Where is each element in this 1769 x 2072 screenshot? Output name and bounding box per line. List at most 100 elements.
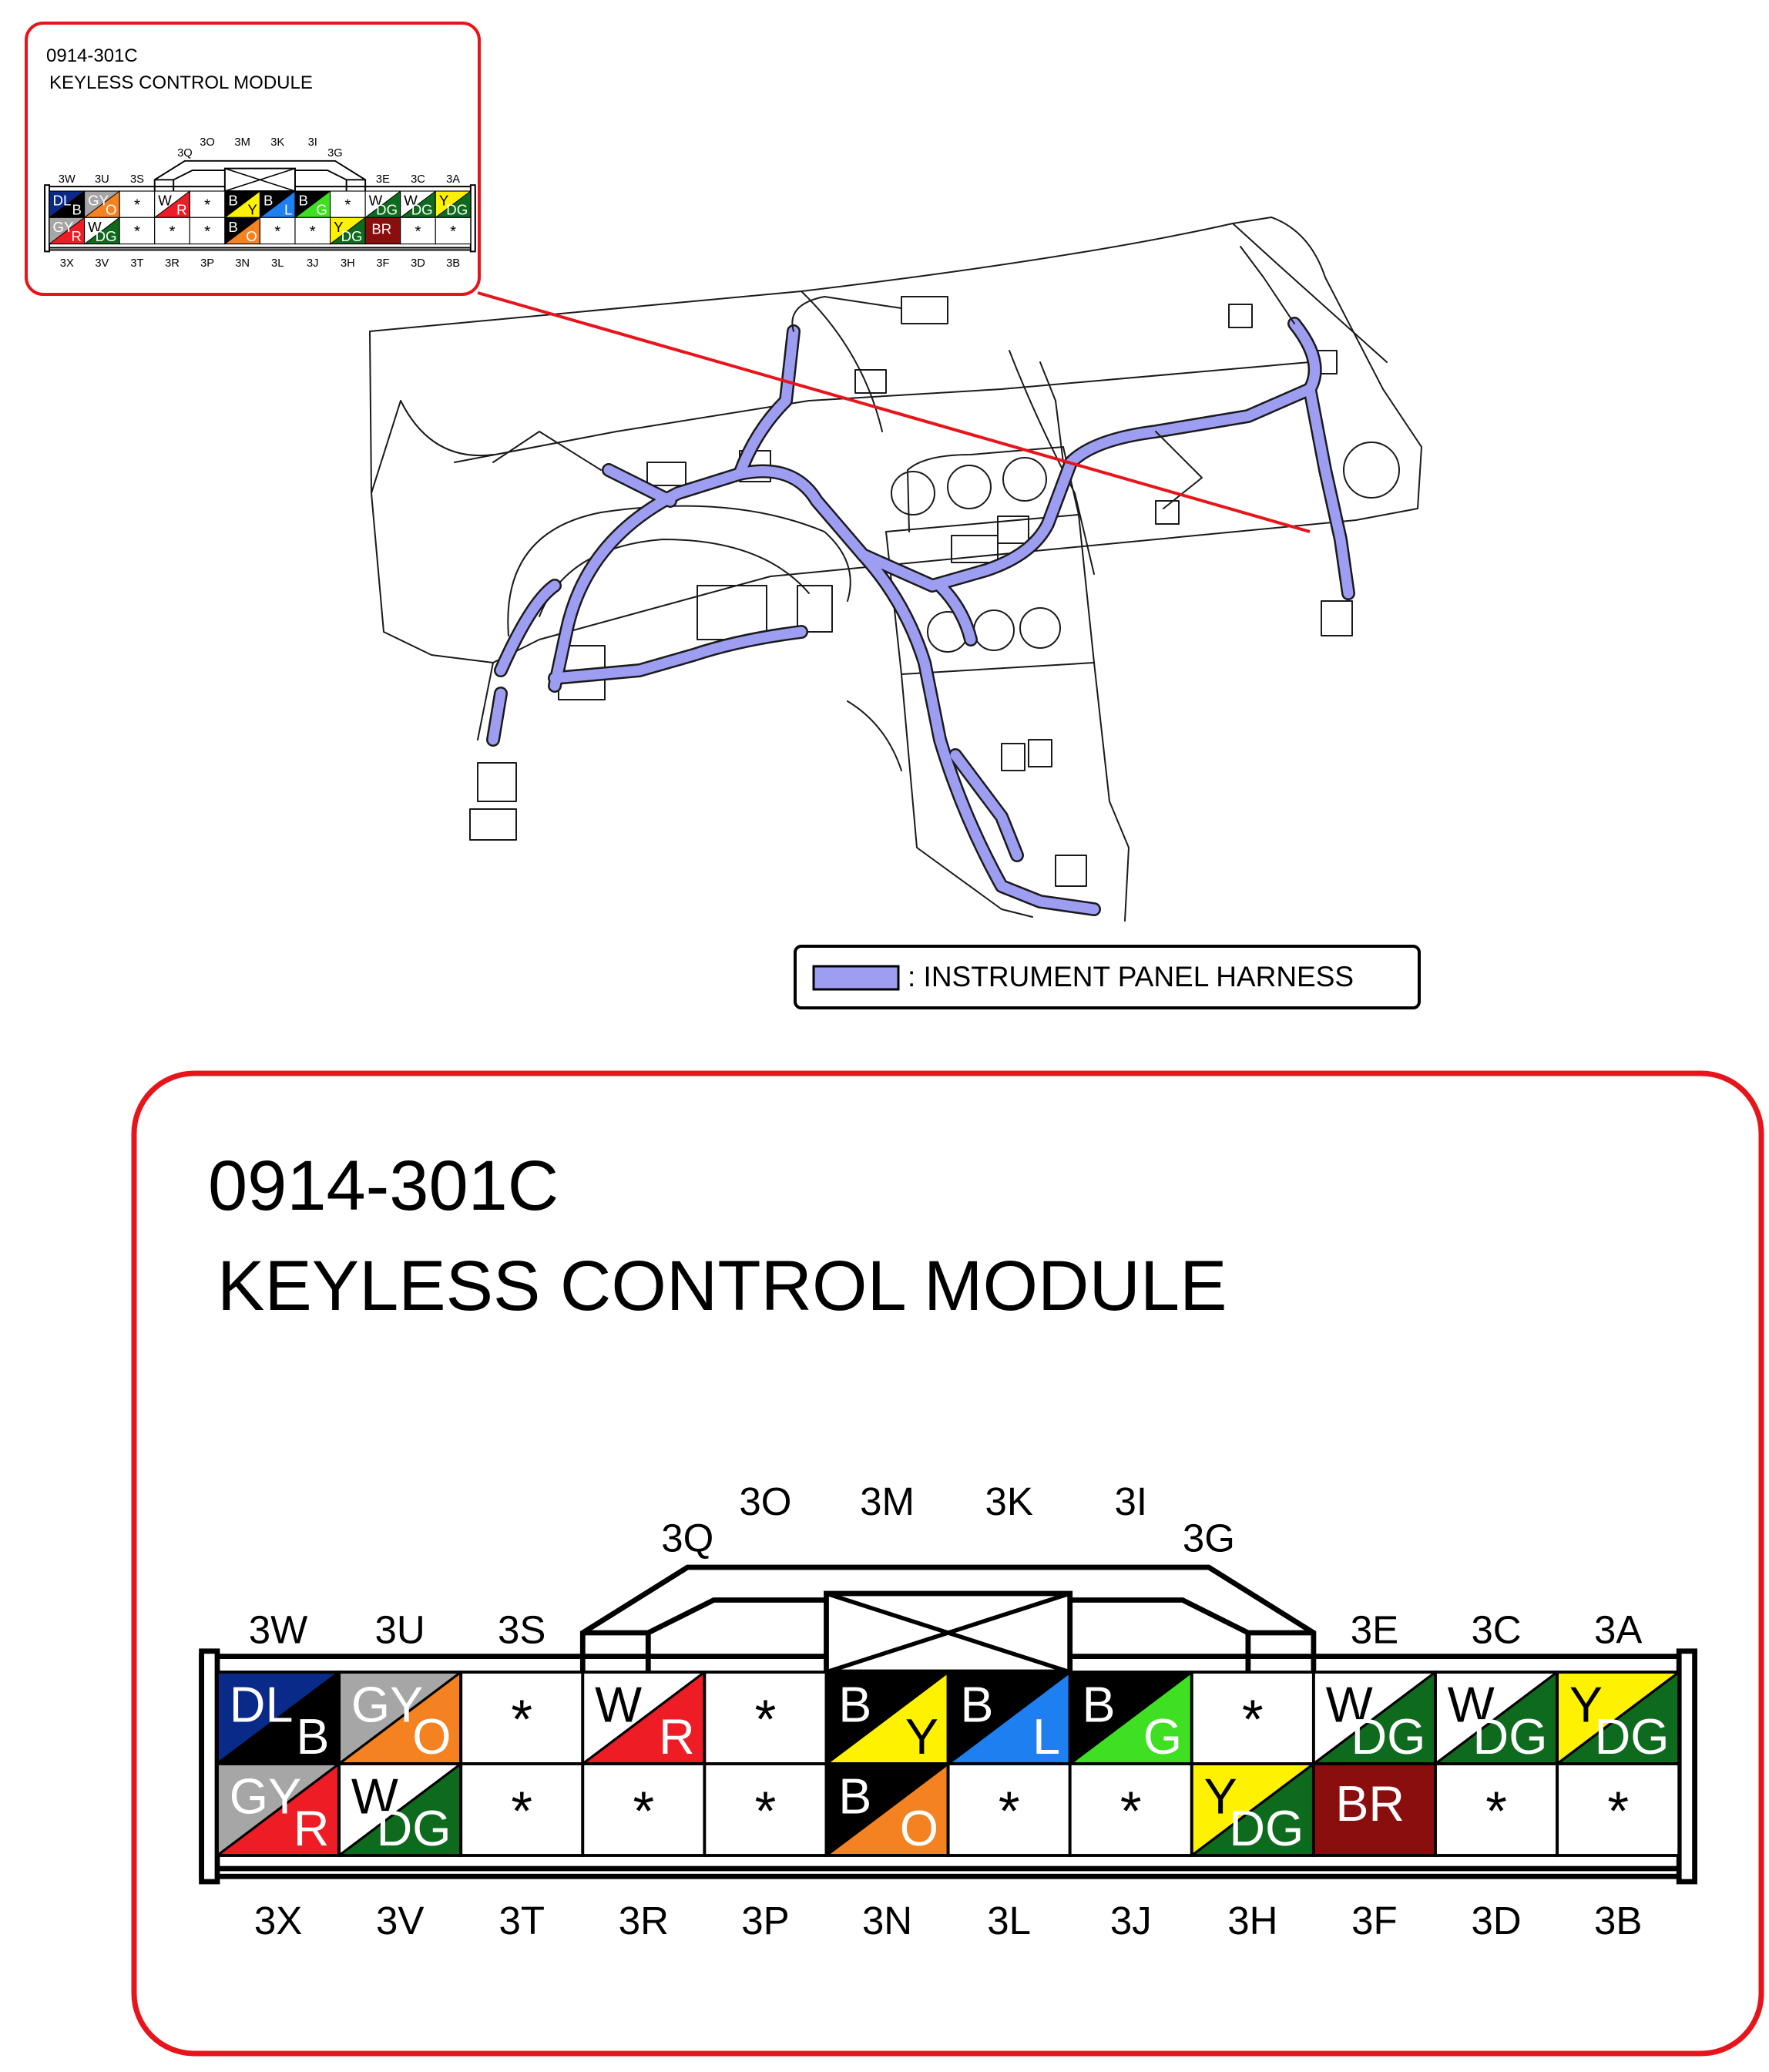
wire-main-color: B xyxy=(838,1677,871,1733)
wire-stripe-color: Y xyxy=(247,202,257,218)
pin-label-3h: 3H xyxy=(1227,1899,1277,1943)
wire-stripe-color: O xyxy=(246,228,257,244)
connector-inset: 0914-301C KEYLESS CONTROL MODULE DLBGYO*… xyxy=(25,22,481,296)
no-wire-marker: * xyxy=(511,1782,532,1842)
pin-3r: * xyxy=(581,1762,707,1857)
wire-main-color: B xyxy=(960,1677,993,1733)
wire-main-color: W xyxy=(88,219,102,235)
legend: : INSTRUMENT PANEL HARNESS xyxy=(794,945,1421,1009)
wire-main-color: B xyxy=(228,219,237,235)
pin-3g: * xyxy=(330,190,366,218)
wire-main-color: W xyxy=(351,1769,398,1825)
wire-stripe-color: O xyxy=(412,1709,451,1765)
wire-stripe-color: DG xyxy=(1473,1709,1548,1765)
pin-label-3a: 3A xyxy=(446,173,460,186)
pin-label-3g: 3G xyxy=(1183,1516,1235,1560)
wire-stripe-color: L xyxy=(284,202,292,218)
pin-3c: WDG xyxy=(400,190,436,218)
no-wire-marker: * xyxy=(755,1782,777,1842)
pin-label-3u: 3U xyxy=(375,1608,425,1652)
no-wire-marker: * xyxy=(1485,1782,1507,1842)
wire-stripe-color: L xyxy=(1032,1709,1060,1765)
pin-label-3k: 3K xyxy=(270,136,284,149)
wire-stripe-color: R xyxy=(294,1801,330,1856)
wire-stripe-color: DG xyxy=(376,202,398,218)
pin-3h: YDG xyxy=(330,217,366,245)
legend-label: : INSTRUMENT PANEL HARNESS xyxy=(908,961,1354,992)
wire-stripe-color: DG xyxy=(1351,1709,1425,1765)
pin-3u: GYO xyxy=(84,190,120,218)
pin-label-3b: 3B xyxy=(446,257,460,270)
wire-main-color: GY xyxy=(351,1677,423,1733)
wire-main-color: B xyxy=(228,193,237,209)
connector-pinout: DLBGYO*WR*BYBLBG*WDGWDGYDGGYRWDG***BO**Y… xyxy=(199,1479,1698,1943)
wire-main-color: W xyxy=(1448,1677,1495,1733)
pin-label-3n: 3N xyxy=(862,1899,912,1943)
wire-stripe-color: G xyxy=(316,202,327,218)
inset-connector-pinout: DLBGYO*WR*BYBLBG*WDGWDGYDGGYRWDG***BO**Y… xyxy=(44,136,476,270)
wire-main-color: Y xyxy=(334,219,343,235)
pin-label-3o: 3O xyxy=(739,1479,791,1523)
pin-3e: WDG xyxy=(364,190,401,218)
wire-stripe-color: DG xyxy=(446,202,468,218)
pin-label-3u: 3U xyxy=(95,173,109,186)
no-wire-marker: * xyxy=(134,196,140,214)
wire-main-color: GY xyxy=(53,219,74,235)
pin-3s: * xyxy=(119,190,156,218)
pin-3m: BY xyxy=(824,1671,950,1765)
pin-label-3i: 3I xyxy=(1114,1479,1147,1523)
pin-label-3f: 3F xyxy=(1351,1899,1398,1943)
module-name: KEYLESS CONTROL MODULE xyxy=(217,1247,1227,1325)
pin-label-3h: 3H xyxy=(341,257,355,270)
pin-3l: * xyxy=(259,217,296,245)
pin-3f: BR xyxy=(364,217,401,245)
pin-3w: DLB xyxy=(216,1671,341,1765)
no-wire-marker: * xyxy=(415,223,421,240)
no-wire-marker: * xyxy=(755,1690,777,1751)
no-wire-marker: * xyxy=(204,196,210,214)
pin-3q: WR xyxy=(154,190,190,218)
no-wire-marker: * xyxy=(310,223,316,240)
wire-main-color: Y xyxy=(439,193,448,209)
pin-3k: BL xyxy=(259,190,296,218)
wire-main-color: W xyxy=(369,193,383,209)
wire-stripe-color: DG xyxy=(377,1801,451,1856)
pin-label-3p: 3P xyxy=(200,257,214,270)
pin-label-3v: 3V xyxy=(376,1899,424,1943)
no-wire-marker: * xyxy=(450,223,456,240)
pin-3i: BG xyxy=(294,190,331,218)
pin-label-3s: 3S xyxy=(498,1608,545,1652)
pin-label-3m: 3M xyxy=(234,136,250,149)
inset-module-name: KEYLESS CONTROL MODULE xyxy=(49,72,313,93)
no-wire-marker: * xyxy=(344,196,351,214)
no-wire-marker: * xyxy=(170,223,176,240)
pin-3q: WR xyxy=(581,1671,707,1765)
pin-3j: * xyxy=(1068,1762,1193,1857)
legend-frame xyxy=(794,945,1421,1009)
pin-3r: * xyxy=(154,217,190,245)
wire-main-color: DL xyxy=(230,1677,294,1733)
wire-main-color: W xyxy=(595,1677,642,1733)
pin-label-3q: 3Q xyxy=(177,147,193,160)
pin-3x: GYR xyxy=(49,217,86,245)
wire-stripe-color: DG xyxy=(341,228,363,244)
pin-label-3n: 3N xyxy=(235,257,250,270)
wire-stripe-color: DG xyxy=(1229,1801,1304,1856)
pin-label-3k: 3K xyxy=(985,1479,1032,1523)
pin-3h: YDG xyxy=(1190,1762,1315,1857)
pin-label-3d: 3D xyxy=(411,257,425,270)
pin-3d: * xyxy=(400,217,436,245)
pin-3u: GYO xyxy=(337,1671,463,1765)
wire-main-color: GY xyxy=(230,1769,301,1825)
pin-label-3l: 3L xyxy=(987,1899,1031,1943)
wire-main-color: Y xyxy=(1204,1769,1237,1825)
pin-3t: * xyxy=(119,217,156,245)
wire-main-color: B xyxy=(838,1769,871,1825)
pin-3f: BR xyxy=(1311,1762,1437,1857)
pin-3v: WDG xyxy=(84,217,120,245)
no-wire-marker: * xyxy=(134,223,140,240)
pin-3s: * xyxy=(459,1671,585,1765)
pin-3l: * xyxy=(946,1762,1072,1857)
